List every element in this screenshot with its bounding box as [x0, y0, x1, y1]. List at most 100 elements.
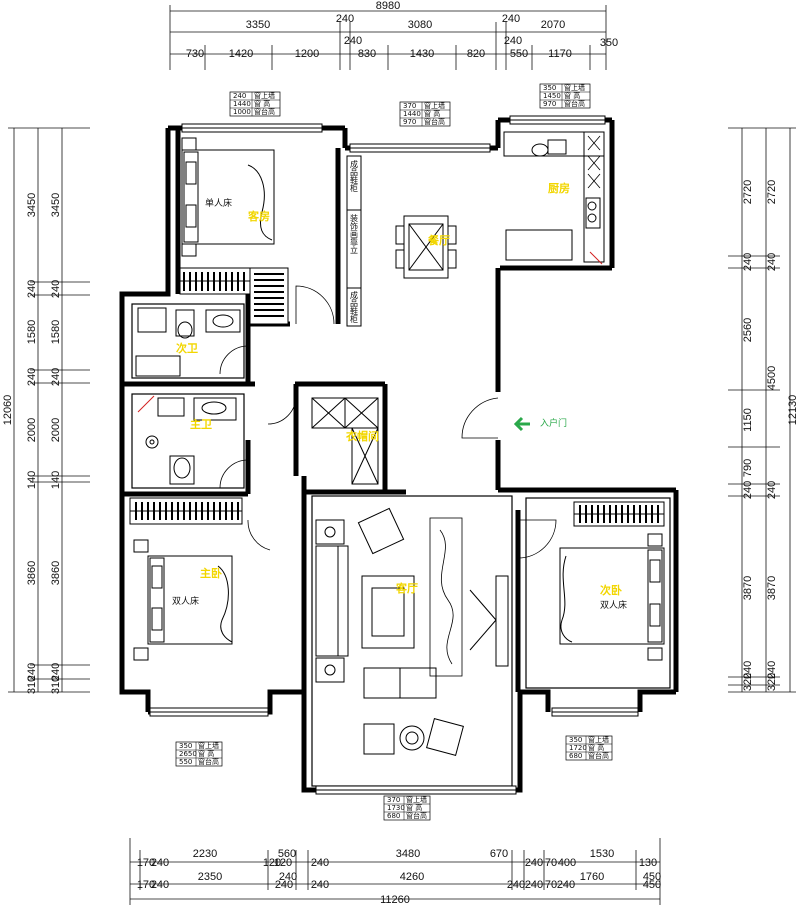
bottom-dim: 130: [639, 857, 657, 869]
bottom-dim: 1530: [590, 848, 614, 860]
wt-guest-v0: 240: [233, 92, 246, 100]
wt-second-l2: 窗台高: [588, 751, 609, 760]
room-label-bath2: 次卫: [176, 341, 198, 355]
window-table-guest: 240 窗上墙 1440 窗 高 1000 窗台高: [229, 91, 281, 117]
bottom-overall-dim: 11260: [380, 894, 410, 905]
wt-living-l0: 窗上墙: [406, 795, 427, 804]
left-dim: 3450: [50, 193, 62, 217]
bottom-dim: 240: [151, 879, 169, 891]
right-dim: 240: [766, 253, 778, 271]
living-tv: [469, 575, 509, 667]
bottom-dim: 4260: [400, 871, 424, 883]
bottom-dim: 120: [263, 857, 281, 869]
right-dim: 240: [742, 253, 754, 271]
bottom-dim: 560: [278, 848, 296, 860]
left-dim: 140: [50, 471, 62, 489]
right-dim: 240: [742, 661, 754, 679]
cloakroom-shelves: [311, 397, 379, 485]
master-door[interactable]: [247, 519, 271, 551]
right-dim: 320: [766, 673, 778, 691]
right-dim: 2560: [742, 318, 754, 342]
shoe-cabinet: [346, 155, 362, 327]
room-label-master: 主卧: [200, 566, 222, 580]
bottom-dim: 3480: [396, 848, 420, 860]
top-dim: 3080: [408, 19, 432, 31]
wt-master-v0: 350: [179, 742, 192, 750]
entrance-door[interactable]: [461, 397, 499, 439]
right-dim: 3870: [766, 576, 778, 600]
living-rug: [429, 517, 463, 677]
master-wardrobe-hangers: [135, 502, 239, 520]
left-dim: 2000: [26, 418, 38, 442]
bottom-dim: 1760: [580, 871, 604, 883]
room-label-cloak: 衣帽间: [346, 429, 379, 443]
bottom-dim: 2350: [198, 871, 222, 883]
top-dim: 550: [510, 48, 528, 60]
bottom-dim: 240: [311, 879, 329, 891]
wt-dining-l2: 窗台高: [424, 117, 445, 126]
bath1-door[interactable]: [219, 459, 249, 489]
top-dim: 2070: [541, 19, 565, 31]
room-label-bath1: 主卫: [190, 417, 212, 431]
guest-door[interactable]: [295, 285, 335, 325]
right-dim: 320: [742, 673, 754, 691]
cabinet-label-top: 成品鞋柜: [350, 159, 359, 193]
cloakroom-door[interactable]: [267, 395, 297, 425]
wt-second-l0: 窗上墙: [588, 735, 609, 744]
bottom-dim: 2230: [193, 848, 217, 860]
living-plant-pattern: [439, 529, 454, 665]
right-dim: 240: [766, 481, 778, 499]
left-dim: 310: [26, 676, 38, 694]
top-dim: 3350: [246, 19, 270, 31]
wt-kitchen-l2: 窗台高: [564, 99, 585, 108]
bottom-dim: 450: [643, 871, 661, 883]
wt-guest-v1: 1440: [233, 100, 251, 108]
bath2-door[interactable]: [219, 345, 249, 375]
bottom-dim: 240: [311, 857, 329, 869]
bottom-dim: 240: [275, 879, 293, 891]
bottom-dim: 240: [557, 879, 575, 891]
top-dim: 730: [186, 48, 204, 60]
wt-kitchen-v2: 970: [543, 100, 556, 108]
dining-table: [395, 215, 457, 279]
left-dim: 1580: [50, 320, 62, 344]
wt-dining-l0: 窗上墙: [424, 101, 445, 110]
wt-kitchen-v0: 350: [543, 84, 556, 92]
window-table-master: 350 窗上墙 2650 窗 高 550 窗台高: [175, 741, 223, 767]
left-dim: 240: [50, 663, 62, 681]
top-dim: 820: [467, 48, 485, 60]
bath2-fixtures: [135, 307, 241, 377]
top-dim: 240: [336, 13, 354, 25]
left-dim: 3860: [26, 561, 38, 585]
wt-guest-l0: 窗上墙: [254, 91, 275, 100]
wt-kitchen-l1: 窗 高: [564, 91, 580, 100]
left-dim: 310: [50, 676, 62, 694]
top-dim: 1200: [295, 48, 319, 60]
right-dim: 2720: [742, 180, 754, 204]
window-table-second: 350 窗上墙 1720 窗 高 680 窗台高: [565, 735, 613, 761]
master-bed: [133, 539, 233, 661]
wt-living-v0: 370: [387, 796, 400, 804]
top-dim: 1170: [548, 48, 572, 60]
guest-bed-label: 单人床: [205, 197, 232, 209]
right-dimensions: [728, 127, 796, 693]
right-dim: 4500: [766, 366, 778, 390]
master-bed-label: 双人床: [172, 595, 199, 607]
wt-second-v2: 680: [569, 752, 582, 760]
second-bed-label: 双人床: [600, 599, 627, 611]
wt-dining-v2: 970: [403, 118, 416, 126]
top-dimensions: [169, 5, 607, 70]
bottom-dim: 70: [545, 857, 557, 869]
left-dim: 240: [26, 368, 38, 386]
left-dim: 240: [26, 663, 38, 681]
left-dimensions: [8, 127, 90, 693]
windows: [149, 115, 639, 795]
left-overall-dim: 12060: [2, 395, 14, 426]
wt-living-l2: 窗台高: [406, 811, 427, 820]
cabinet-label-bottom: 成品鞋柜: [350, 290, 359, 324]
second-door[interactable]: [517, 519, 557, 559]
bottom-dim: 120: [274, 857, 292, 869]
left-dim: 240: [26, 280, 38, 298]
bottom-dim: 400: [558, 857, 576, 869]
